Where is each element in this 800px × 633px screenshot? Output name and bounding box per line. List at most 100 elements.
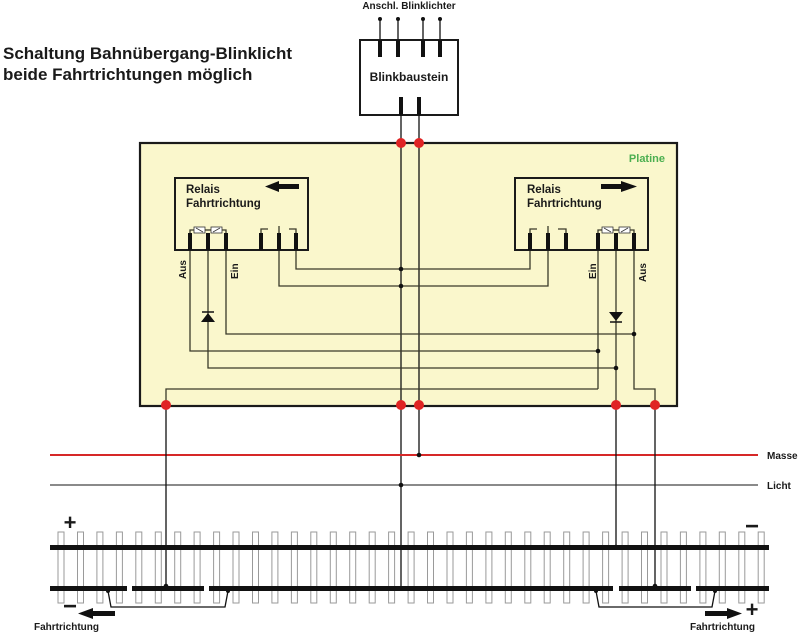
track-tie xyxy=(602,531,610,604)
track-tie xyxy=(465,531,473,604)
direction-label-left: Fahrtrichtung xyxy=(34,622,99,633)
junction-dot xyxy=(398,482,404,488)
track-tie xyxy=(193,531,201,604)
junction-dot xyxy=(416,452,422,458)
relay-left-on-label: Ein xyxy=(230,263,241,279)
track-feed-wires xyxy=(165,406,656,588)
connector-dot xyxy=(396,400,406,410)
track-tie xyxy=(213,531,221,604)
rail-jumpers xyxy=(106,544,717,608)
track-tie xyxy=(427,531,434,604)
track-tie xyxy=(446,531,454,604)
track-tie xyxy=(96,531,104,604)
rail-bottom-segment xyxy=(132,586,204,591)
relay-right-title: Relais xyxy=(527,184,561,196)
track-tie xyxy=(329,531,337,604)
relay-right-on-label: Ein xyxy=(588,263,599,279)
track-tie xyxy=(135,531,143,604)
junction-dot xyxy=(595,348,601,354)
relay-right-subtitle: Fahrtrichtung xyxy=(527,198,602,210)
track-rails xyxy=(50,545,769,591)
terminal-dot xyxy=(421,17,425,21)
track-tie xyxy=(757,531,765,604)
connector-dot xyxy=(414,138,424,148)
connector-dot xyxy=(161,400,171,410)
track-tie xyxy=(349,531,357,604)
track-tie xyxy=(524,531,532,604)
connector-dot xyxy=(650,400,660,410)
track-tie xyxy=(407,531,415,604)
polarity-plus-left: + xyxy=(64,510,77,535)
light-bus-label: Licht xyxy=(767,481,792,492)
track-tie xyxy=(154,531,162,604)
direction-label-right: Fahrtrichtung xyxy=(690,622,755,633)
board-wiring xyxy=(165,250,656,406)
terminal-dot xyxy=(378,17,382,21)
junction-dot xyxy=(398,283,404,289)
terminal-dot xyxy=(438,17,442,21)
rail-bottom-segment xyxy=(50,586,127,591)
blink-module: Anschl. Blinklichter Blinkbaustein xyxy=(359,1,459,116)
diode-icon xyxy=(609,312,623,323)
direction-arrow-right-icon xyxy=(705,608,742,619)
track-tie xyxy=(290,531,298,604)
track-tie xyxy=(368,531,376,604)
connector-dot xyxy=(414,400,424,410)
arrow-left-icon xyxy=(265,181,299,192)
track-tie xyxy=(582,531,590,604)
track-tie xyxy=(563,531,571,604)
track-tie xyxy=(621,531,629,604)
diode-icon xyxy=(201,311,215,322)
track-tie xyxy=(388,531,396,604)
terminal-dot xyxy=(396,17,400,21)
track-tie xyxy=(77,531,84,604)
track-tie xyxy=(679,531,687,604)
track-tie xyxy=(504,531,512,604)
rail-bottom-segment xyxy=(209,586,613,591)
track-tie xyxy=(485,531,493,604)
board-label: Platine xyxy=(629,153,665,165)
junction-dot xyxy=(613,365,619,371)
circuit-board xyxy=(138,141,679,408)
track-tie xyxy=(57,531,65,604)
connector-dot xyxy=(396,138,406,148)
relay-contact-icon xyxy=(260,226,297,233)
track-tie xyxy=(115,531,123,604)
track-tie xyxy=(271,531,279,604)
rail-top xyxy=(50,545,769,550)
track-tie xyxy=(738,531,746,604)
track-ties xyxy=(57,531,765,604)
blink-lights-label: Anschl. Blinklichter xyxy=(362,1,455,12)
polarity-plus-right: + xyxy=(746,597,759,622)
arrow-right-icon xyxy=(601,181,637,192)
track-tie xyxy=(699,531,707,604)
rail-bottom-segment xyxy=(696,586,769,591)
connector-dot xyxy=(611,400,621,410)
track-tie xyxy=(174,531,182,604)
blink-module-box xyxy=(359,39,459,116)
title-line-2: beide Fahrtrichtungen möglich xyxy=(3,65,252,84)
track-tie xyxy=(232,531,240,604)
board-connectors xyxy=(161,138,660,410)
relay-right: Relais Fahrtrichtung Ein Aus xyxy=(514,177,649,282)
relay-left: Relais Fahrtrichtung Aus Ein xyxy=(174,177,309,279)
blink-light-terminals xyxy=(378,17,442,42)
title-line-1: Schaltung Bahnübergang-Blinklicht xyxy=(3,44,292,63)
relay-contact-icon xyxy=(529,226,567,233)
relay-coil-icon xyxy=(597,226,635,234)
direction-arrow-left-icon xyxy=(78,608,115,619)
track-tie xyxy=(543,531,551,604)
junction-dot xyxy=(631,331,637,337)
track-tie xyxy=(252,531,259,604)
relay-left-title: Relais xyxy=(186,184,220,196)
relay-left-subtitle: Fahrtrichtung xyxy=(186,198,261,210)
ground-bus-label: Masse xyxy=(767,451,798,462)
track-tie xyxy=(641,531,648,604)
track-tie xyxy=(718,531,726,604)
junction-dot xyxy=(398,266,404,272)
relay-right-off-label: Aus xyxy=(638,263,649,282)
blink-module-label: Blinkbaustein xyxy=(370,70,449,84)
relay-left-off-label: Aus xyxy=(178,260,189,279)
polarity-minus-right: − xyxy=(745,513,759,540)
